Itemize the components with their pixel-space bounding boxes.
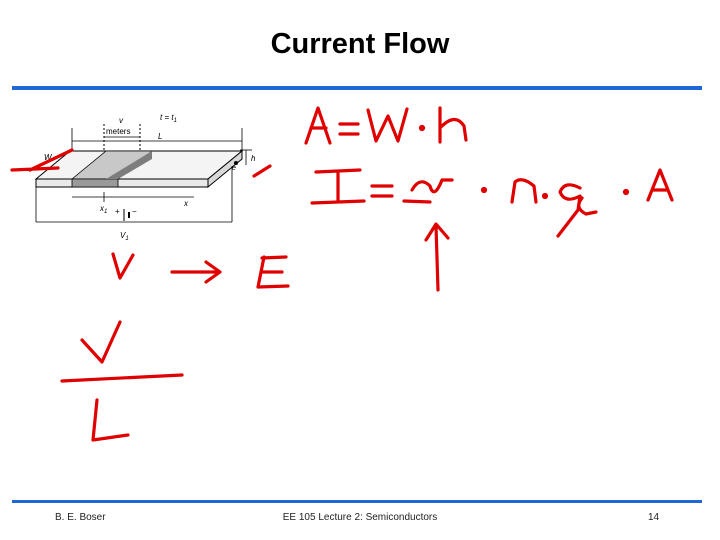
W-label: W xyxy=(44,153,53,162)
ink-up-arrow xyxy=(424,222,450,292)
x-label: x xyxy=(183,199,189,208)
ink-slash-left xyxy=(10,148,74,172)
ink-slash-right xyxy=(252,164,272,178)
electron-dot xyxy=(234,161,238,165)
meters-label: meters xyxy=(106,127,130,136)
ink-v-over-l xyxy=(60,320,184,442)
page-number: 14 xyxy=(648,512,660,523)
plus-label: + xyxy=(115,207,120,216)
charge-slab-side xyxy=(106,151,152,179)
t-label: t = t1 xyxy=(160,113,177,124)
footer-divider xyxy=(12,500,702,503)
h-label: h xyxy=(251,154,256,163)
ink-current-equation xyxy=(310,168,674,238)
charge-slab-front xyxy=(71,178,119,188)
minus-label: − xyxy=(132,207,137,216)
V1-label: V1 xyxy=(120,231,129,242)
slab-side-face xyxy=(207,149,243,189)
footer-course: EE 105 Lecture 2: Semiconductors xyxy=(282,512,438,523)
slide-title: Current Flow xyxy=(270,28,450,60)
v-label: v xyxy=(119,116,124,125)
title-divider xyxy=(12,86,702,90)
L-label: L xyxy=(158,132,162,141)
ink-area-equation xyxy=(304,106,468,145)
x1-label: x1 xyxy=(99,204,107,215)
e-label: e xyxy=(232,165,236,172)
footer-author: B. E. Boser xyxy=(55,512,106,523)
ink-v-to-e xyxy=(111,252,290,289)
